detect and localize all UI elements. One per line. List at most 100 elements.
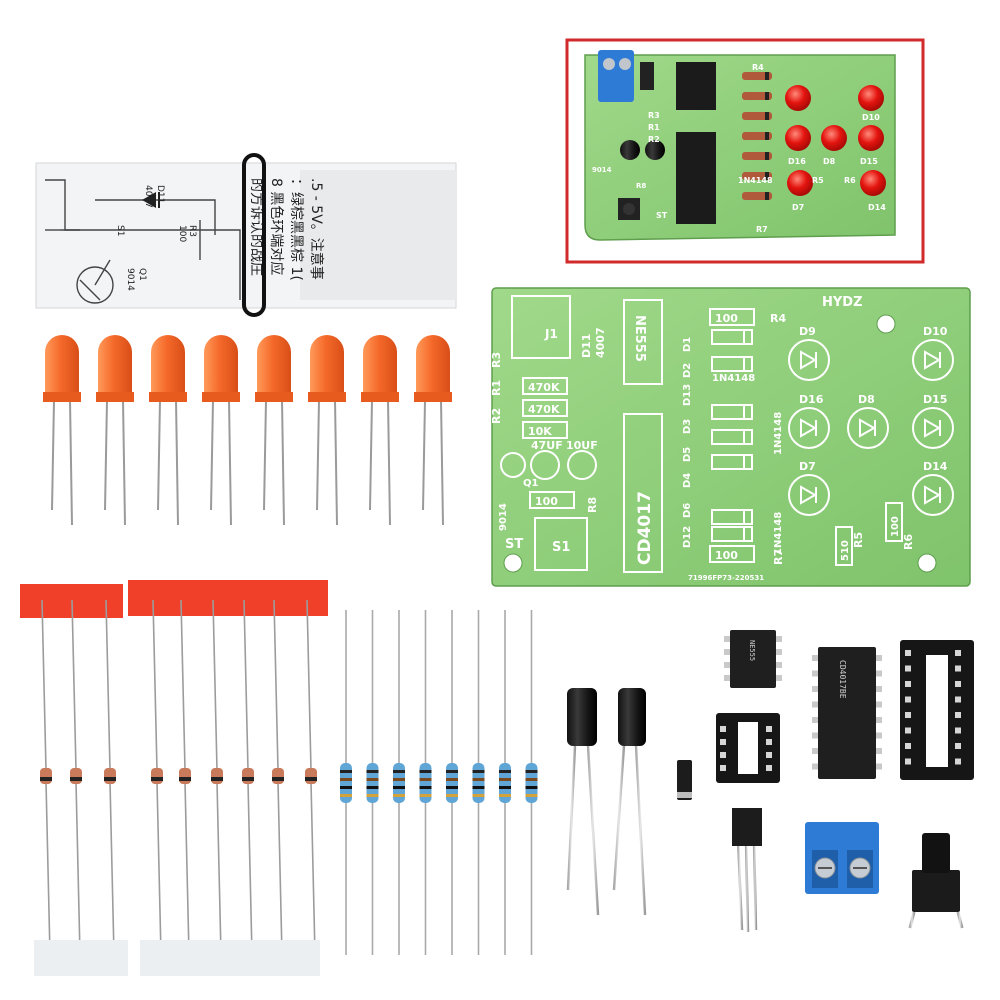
label-r5: R5 xyxy=(852,532,865,548)
resistor xyxy=(499,610,511,955)
highlight-frame xyxy=(565,38,925,264)
socket-16pin xyxy=(900,640,974,780)
resistor-value: 100 xyxy=(890,516,901,537)
assembled-led xyxy=(860,170,886,196)
resistor xyxy=(525,610,538,955)
ic-pin xyxy=(876,732,882,739)
ic-pin xyxy=(905,712,911,718)
chip-cd4017-text: CD4017BE xyxy=(838,660,847,699)
orange-led xyxy=(308,335,346,526)
chip-ne555-text: NE555 xyxy=(748,640,756,661)
label-ne555: NE555 xyxy=(632,315,647,362)
resistor-value: 10K xyxy=(528,425,552,438)
ic-pin xyxy=(812,748,818,754)
pcb-serial: 71996FP73-220531 xyxy=(688,574,764,582)
capacitors xyxy=(566,688,647,916)
resistor-footprint: 100 xyxy=(709,545,755,563)
asm-label-1n4148: 1N4148 xyxy=(738,176,773,185)
diode-label: D5 xyxy=(682,447,693,462)
asm-label-d14: D14 xyxy=(868,203,886,212)
small-diode xyxy=(242,599,254,956)
orange-led xyxy=(255,335,293,526)
ic-pin xyxy=(724,649,730,655)
ic-pin xyxy=(905,743,911,749)
paper-leaflet: D11 4007 R3 100 S1 Q1 9014 .5 - 5V。注意事 ：… xyxy=(35,153,457,317)
ic-pin xyxy=(905,665,911,672)
ic-pin xyxy=(955,743,961,749)
schematic-4007: 4007 xyxy=(143,185,153,208)
asm-label-r7: R7 xyxy=(756,225,768,234)
orange-led xyxy=(414,335,452,526)
resistor-value: 470K xyxy=(528,381,560,394)
asm-label-r4: R4 xyxy=(752,63,764,72)
asm-label-d7: D7 xyxy=(792,203,804,212)
resistor-value: 100 xyxy=(715,549,738,562)
led-footprint: D14 xyxy=(912,460,954,516)
label-cap-10uf: 10UF xyxy=(566,439,598,452)
label-r3: R3 xyxy=(490,352,503,368)
transistor-9014 xyxy=(732,808,762,933)
ic-pin xyxy=(955,758,961,765)
label-9014: 9014 xyxy=(498,503,509,531)
ic-pin xyxy=(766,765,772,771)
ic-pin xyxy=(876,670,882,677)
resistor xyxy=(340,610,352,955)
diode-footprint xyxy=(711,509,753,525)
ic-pin xyxy=(724,675,730,681)
assembled-diode xyxy=(742,132,772,140)
brand-label: HYDZ xyxy=(822,295,863,310)
led-footprint: D10 xyxy=(912,325,954,381)
ic-pin xyxy=(724,636,730,642)
ic-pin xyxy=(955,712,961,718)
label-q1: Q1 xyxy=(523,478,539,489)
orange-leds xyxy=(43,335,452,526)
taped-diodes xyxy=(20,580,328,976)
leaflet-line-2: ：绿棕黑黑棕 1( xyxy=(288,178,304,281)
small-diode xyxy=(305,599,317,956)
resistor xyxy=(472,610,485,955)
label-4007: 4007 xyxy=(594,327,607,358)
assembled-555 xyxy=(676,62,716,110)
schematic-100: 100 xyxy=(177,225,187,242)
label-r1: R1 xyxy=(490,380,503,396)
led-label: D7 xyxy=(799,460,816,473)
led-label: D9 xyxy=(799,325,816,338)
ic-pin xyxy=(905,758,911,765)
diode-footprint xyxy=(711,429,753,445)
ic-pin xyxy=(720,739,726,745)
ic-pin xyxy=(812,732,818,739)
schematic-s1: S1 xyxy=(115,225,125,236)
diode-footprint xyxy=(711,526,753,542)
ic-pin xyxy=(876,701,882,708)
resistor xyxy=(419,610,432,955)
capacitor-1 xyxy=(566,688,600,916)
label-r7: R7 xyxy=(772,549,785,565)
diode-label: D13 xyxy=(682,384,693,406)
ic-pin xyxy=(766,752,772,758)
ic-pin xyxy=(766,726,772,732)
resistor-footprint: 100 xyxy=(885,502,903,542)
push-button xyxy=(908,833,964,929)
ic-pin xyxy=(766,739,772,745)
assembled-4017 xyxy=(676,132,716,224)
asm-label-d8: D8 xyxy=(823,157,836,166)
led-label: D15 xyxy=(923,393,947,406)
resistor-value: 100 xyxy=(715,312,738,325)
label-r2: R2 xyxy=(490,408,503,424)
orange-led xyxy=(202,335,240,526)
ic-pin xyxy=(812,655,818,661)
diode-label: D6 xyxy=(682,503,693,518)
diode-footprint xyxy=(711,356,753,372)
diode-footprint xyxy=(711,329,753,345)
assembled-diode xyxy=(742,72,772,80)
resistor-footprint: 510 xyxy=(835,526,853,566)
schematic-9014: 9014 xyxy=(125,268,135,291)
assembled-led xyxy=(821,125,847,151)
label-d11: D11 xyxy=(580,334,593,358)
diode-label: D3 xyxy=(682,419,693,434)
ic-pin xyxy=(876,686,882,692)
label-cap-47uf: 47UF xyxy=(531,439,563,452)
label-1n4148-mid: 1N4148 xyxy=(773,412,784,455)
ic-pin xyxy=(876,748,882,754)
terminal-block xyxy=(598,50,634,102)
